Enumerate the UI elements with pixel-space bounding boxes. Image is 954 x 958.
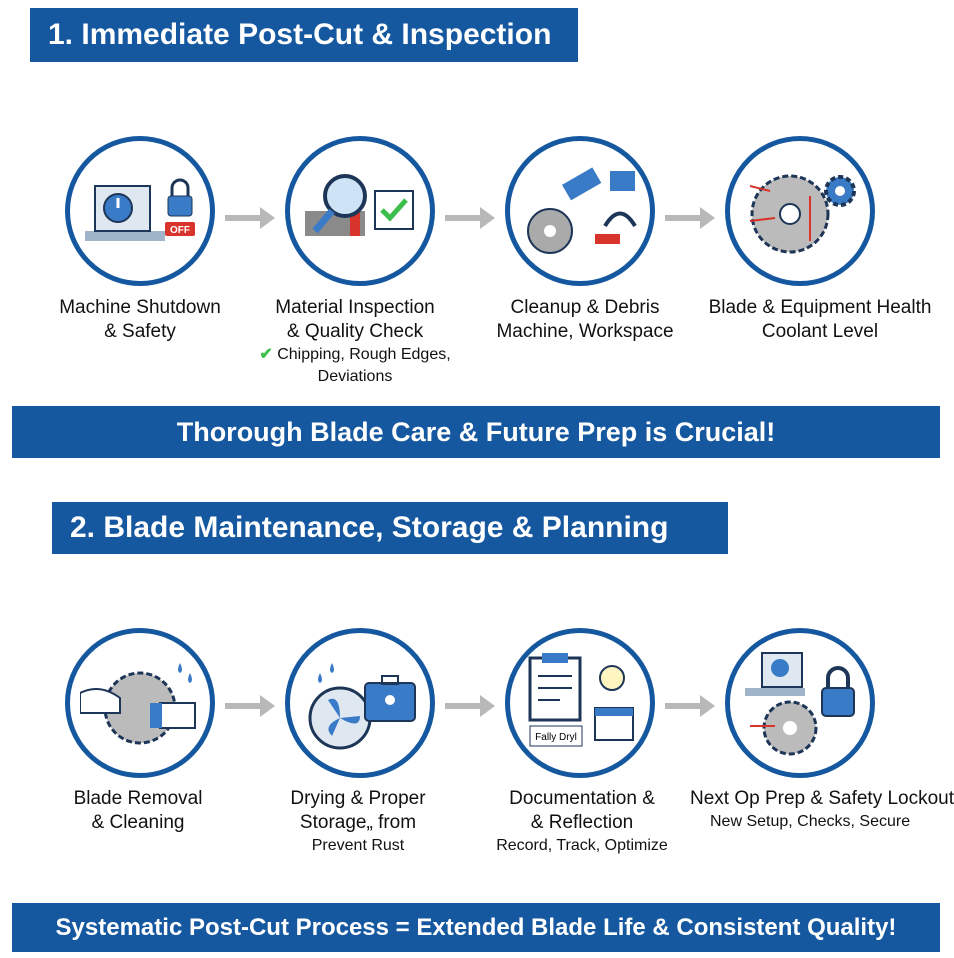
arrow-right-icon — [445, 207, 495, 229]
step-cleanup-icon — [505, 136, 655, 286]
arrow-right-icon — [225, 695, 275, 717]
banner-summary: Systematic Post-Cut Process = Extended B… — [12, 903, 940, 952]
step-caption: Machine Shutdown& Safety — [59, 297, 221, 342]
section1-title: 1. Immediate Post-Cut & Inspection — [30, 8, 578, 62]
check-icon: ✔ — [259, 346, 273, 363]
step-safety-lockout-icon — [725, 628, 875, 778]
arrow-right-icon — [225, 207, 275, 229]
step-machine-shutdown-icon: OFF — [65, 136, 215, 286]
step-documentation-icon: Fally Dryl — [505, 628, 655, 778]
step-blade-health-icon — [725, 136, 875, 286]
step-caption: Blade Removal& Cleaning — [73, 788, 203, 833]
banner-crucial: Thorough Blade Care & Future Prep is Cru… — [12, 406, 940, 458]
arrow-right-icon — [665, 207, 715, 229]
step-drying-storage-icon — [285, 628, 435, 778]
note-label: Fally Dryl — [535, 732, 577, 743]
step-material-inspection-icon — [285, 136, 435, 286]
off-badge: OFF — [170, 225, 190, 236]
arrow-right-icon — [445, 695, 495, 717]
section2-title: 2. Blade Maintenance, Storage & Planning — [52, 502, 728, 554]
step-caption: Material Inspection& Quality Check ✔ Chi… — [259, 297, 451, 385]
step-blade-removal-icon — [65, 628, 215, 778]
arrow-right-icon — [665, 695, 715, 717]
